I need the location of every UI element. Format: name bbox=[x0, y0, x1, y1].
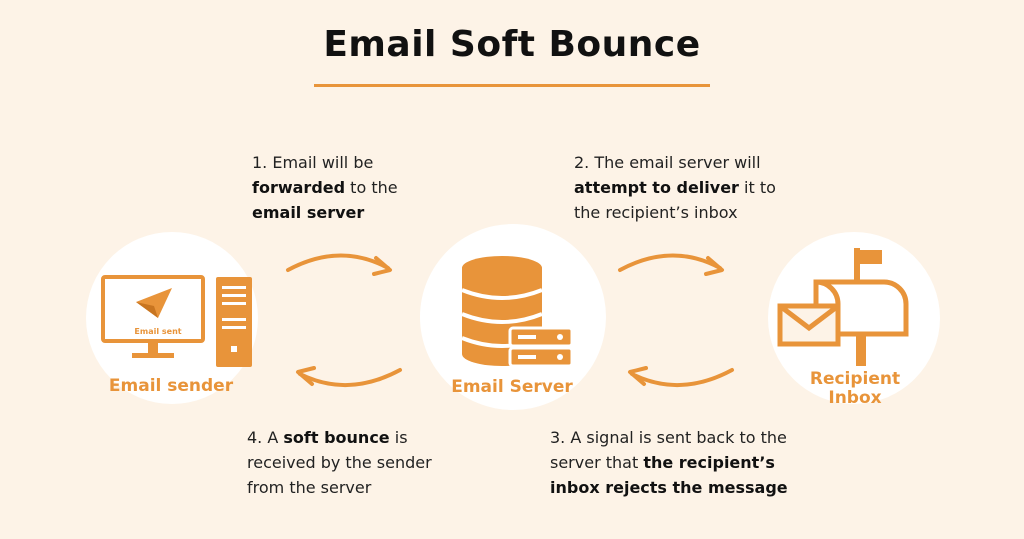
sender-label: Email sender bbox=[108, 376, 234, 396]
step-4-line2: received by the sender bbox=[247, 453, 432, 472]
recipient-label-line2: Inbox bbox=[828, 388, 882, 408]
step-4-line1: 4. A soft bounce is bbox=[247, 428, 408, 447]
diagram-title: Email Soft Bounce bbox=[323, 24, 701, 65]
step-1-text: 1. Email will be forwarded to the email … bbox=[252, 150, 398, 225]
title-underline bbox=[314, 84, 710, 87]
step-3-line1: 3. A signal is sent back to the bbox=[550, 428, 787, 447]
step-1-line1: 1. Email will be bbox=[252, 153, 374, 172]
database-server-icon bbox=[456, 254, 574, 372]
arrow-sender-to-server bbox=[286, 253, 392, 276]
step-1-line2: forwarded to the bbox=[252, 178, 398, 197]
screen-text: Email sent bbox=[134, 327, 182, 336]
recipient-label: Recipient Inbox bbox=[780, 370, 930, 408]
step-3-line3: inbox rejects the message bbox=[550, 478, 788, 497]
recipient-label-line1: Recipient bbox=[809, 369, 901, 389]
step-2-line1: 2. The email server will bbox=[574, 153, 761, 172]
step-3-text: 3. A signal is sent back to the server t… bbox=[550, 425, 788, 500]
computer-icon bbox=[98, 274, 260, 370]
step-2-text: 2. The email server will attempt to deli… bbox=[574, 150, 776, 225]
step-4-text: 4. A soft bounce is received by the send… bbox=[247, 425, 432, 500]
server-label: Email Server bbox=[451, 377, 573, 397]
step-1-line3: email server bbox=[252, 203, 365, 222]
step-2-line2: attempt to deliver it to bbox=[574, 178, 776, 197]
step-4-line3: from the server bbox=[247, 478, 372, 497]
step-2-line3: the recipient’s inbox bbox=[574, 203, 738, 222]
arrow-recipient-to-server bbox=[628, 366, 734, 388]
arrow-server-to-recipient bbox=[618, 253, 724, 276]
arrow-server-to-sender bbox=[296, 366, 402, 388]
step-3-line2: server that the recipient’s bbox=[550, 453, 775, 472]
mailbox-icon bbox=[776, 246, 926, 368]
